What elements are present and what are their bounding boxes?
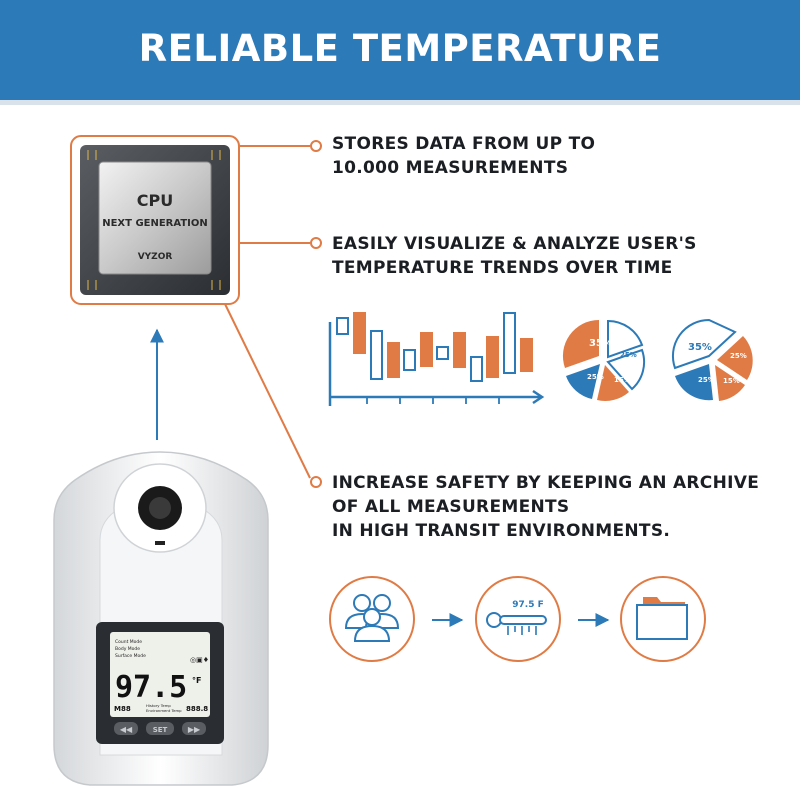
device-counter: 888.8	[186, 705, 208, 713]
device-history-label: History Temp	[146, 703, 171, 708]
pie-chart-icon: 35% 25% 25% 15%	[562, 319, 646, 401]
thermometer-icon: 97.5 F	[475, 576, 561, 662]
header-banner	[0, 0, 800, 100]
page-title: RELIABLE TEMPERATURE ASSESSMENT	[138, 27, 662, 168]
pie-label: 35%	[589, 338, 613, 349]
cpu-chip-image: CPU NEXT GENERATION VYZOR	[70, 135, 240, 305]
feature-line: OF ALL MEASUREMENTS	[332, 497, 570, 517]
feature-line: TEMPERATURE TRENDS OVER TIME	[332, 258, 673, 278]
pie-label: 25%	[587, 373, 604, 381]
pie-label: 25%	[698, 376, 715, 384]
feature-line: INCREASE SAFETY BY KEEPING AN ARCHIVE	[332, 473, 760, 493]
feature-visualize-text: EASILY VISUALIZE & ANALYZE USER'S TEMPER…	[332, 232, 697, 280]
device-memory-indicator: M88	[114, 705, 131, 713]
feature-storage-text: STORES DATA FROM UP TO 10.000 MEASUREMEN…	[332, 132, 595, 180]
feature-archive-text: INCREASE SAFETY BY KEEPING AN ARCHIVE OF…	[332, 471, 759, 543]
device-prev-button-icon: ◀◀	[120, 725, 133, 734]
people-group-icon	[329, 576, 415, 662]
pie-label: 25%	[620, 351, 637, 359]
feature-line: STORES DATA FROM UP TO	[332, 134, 596, 154]
trend-chart-icon	[328, 312, 545, 406]
device-history-label: Environment Temp	[146, 708, 182, 713]
pie-label: 35%	[688, 342, 712, 353]
cpu-brand: VYZOR	[138, 252, 173, 262]
connector-lines	[224, 140, 322, 488]
cpu-label: CPU	[137, 191, 173, 210]
feature-line: IN HIGH TRANSIT ENVIRONMENTS.	[332, 521, 671, 541]
cpu-subtitle: NEXT GENERATION	[102, 218, 208, 229]
device-next-button-icon: ▶▶	[188, 725, 201, 734]
device-temperature-unit: °F	[192, 676, 201, 685]
device-mode-label: Body Mode	[115, 646, 140, 652]
device-set-button: SET	[153, 726, 168, 734]
device-temperature-reading: 97.5	[115, 670, 187, 705]
thermometer-device-image: Count Mode Body Mode Surface Mode ◎▣♦ 97…	[53, 451, 269, 786]
device-mode-label: Surface Mode	[115, 653, 146, 659]
header-divider	[0, 100, 800, 105]
device-mode-label: Count Mode	[115, 639, 142, 645]
folder-icon	[620, 576, 706, 662]
pie-chart-icon: 35% 25% 25% 15%	[672, 318, 753, 401]
feature-line: EASILY VISUALIZE & ANALYZE USER'S	[332, 234, 697, 254]
thermometer-reading: 97.5 F	[512, 600, 544, 610]
feature-line: 10.000 MEASUREMENTS	[332, 158, 569, 178]
pie-label: 15%	[614, 376, 631, 384]
pie-label: 25%	[730, 352, 747, 360]
pie-label: 15%	[723, 377, 740, 385]
device-status-icons: ◎▣♦	[190, 656, 209, 664]
